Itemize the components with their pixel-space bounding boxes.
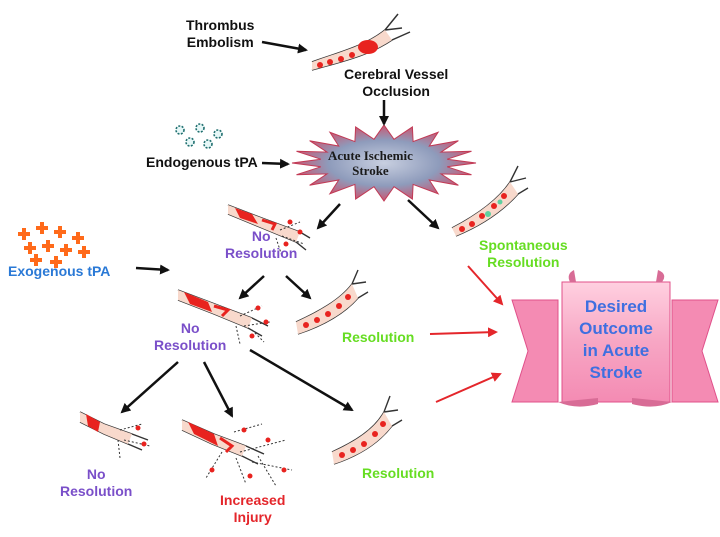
- vessel-no-resolution-1: [227, 204, 311, 257]
- vessel-no-resolution-2: [177, 289, 271, 345]
- arrow-exogenous: [135, 264, 170, 275]
- label-thrombus-embolism: Thrombus Embolism: [186, 17, 255, 50]
- label-resolution-1: Resolution: [342, 329, 415, 345]
- label-spontaneous-resolution: Spontaneous Resolution: [479, 237, 568, 270]
- endogenous-tpa-molecules: [175, 123, 223, 149]
- endogenous-tpa-molecule: [213, 129, 223, 139]
- label-desired-outcome: Desired Outcome in Acute Stroke: [579, 297, 653, 382]
- label-no-resolution-2: No Resolution: [154, 320, 227, 353]
- arrow-endogenous-to-stroke: [261, 158, 290, 169]
- arrow-to-no-resolution-3: [120, 361, 179, 414]
- exogenous-tpa-molecule: [36, 222, 48, 234]
- arrow-spontaneous-to-outcome: [467, 265, 504, 306]
- arrow-stroke-to-no-resolution-1: [316, 203, 341, 230]
- exogenous-tpa-molecule: [60, 244, 72, 256]
- arrow-stroke-to-spontaneous: [407, 199, 440, 230]
- arrow-to-resolution-1: [285, 275, 312, 300]
- label-increased-injury: Increased Injury: [220, 492, 286, 525]
- desired-outcome-banner: [511, 270, 719, 407]
- label-endogenous-tpa: Endogenous tPA: [146, 154, 258, 170]
- exogenous-tpa-molecule: [24, 242, 36, 254]
- endogenous-tpa-molecule: [195, 123, 205, 133]
- exogenous-tpa-molecule: [50, 256, 62, 268]
- stroke-starburst: [291, 124, 477, 202]
- flow-arrows: [120, 40, 504, 418]
- vessel-increased-injury: [181, 419, 293, 487]
- endogenous-tpa-molecule: [175, 125, 185, 135]
- exogenous-tpa-molecule: [42, 240, 54, 252]
- vessel-resolution-2: [331, 395, 403, 465]
- vessel-no-resolution-3: [79, 411, 151, 459]
- arrow-to-no-resolution-2: [238, 275, 265, 300]
- arrow-to-resolution-2: [249, 348, 354, 412]
- exogenous-tpa-molecule: [18, 228, 30, 240]
- endogenous-tpa-molecule: [185, 137, 195, 147]
- arrow-resolution-2-to-outcome: [435, 372, 502, 403]
- label-cerebral-vessel-occlusion: Cerebral Vessel Occlusion: [344, 66, 449, 99]
- label-no-resolution-1: No Resolution: [225, 228, 298, 261]
- exogenous-tpa-molecules: [18, 222, 90, 268]
- arrow-resolution-1-to-outcome: [429, 327, 498, 338]
- arrow-to-increased-injury: [202, 361, 234, 418]
- label-acute-ischemic-stroke: Acute Ischemic Stroke: [328, 148, 413, 178]
- occluded-vessel-top: [311, 13, 411, 71]
- label-no-resolution-3: No Resolution: [60, 466, 133, 499]
- exogenous-tpa-molecule: [54, 226, 66, 238]
- vessel-spontaneous-resolution: [451, 165, 529, 237]
- vessel-resolution-1: [295, 269, 369, 335]
- arrow-thrombus-to-vessel: [261, 40, 308, 54]
- label-resolution-2: Resolution: [362, 465, 435, 481]
- exogenous-tpa-molecule: [30, 254, 42, 266]
- endogenous-tpa-molecule: [203, 139, 213, 149]
- exogenous-tpa-molecule: [72, 232, 84, 244]
- label-exogenous-tpa: Exogenous tPA: [8, 263, 111, 279]
- exogenous-tpa-molecule: [78, 246, 90, 258]
